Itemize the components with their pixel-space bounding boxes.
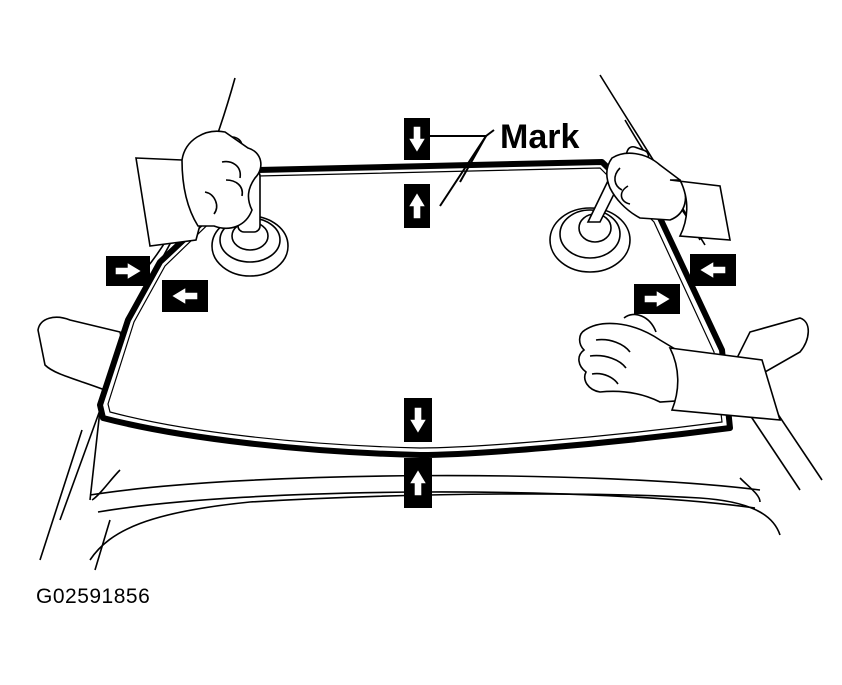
mark-right-inner bbox=[634, 284, 680, 314]
mark-top-center-lower bbox=[404, 184, 430, 228]
mark-bottom-center-upper bbox=[404, 398, 432, 442]
car-body-outline bbox=[37, 74, 823, 571]
mark-left-outer bbox=[106, 256, 150, 286]
suction-cup-left bbox=[211, 136, 289, 277]
mark-bottom-center-lower bbox=[404, 458, 432, 508]
mark-label: Mark bbox=[500, 118, 579, 156]
mark-right-outer bbox=[690, 254, 736, 286]
figure-code: G02591856 bbox=[36, 585, 151, 608]
hands bbox=[135, 130, 782, 421]
mark-leader-lines bbox=[430, 129, 495, 207]
mark-left-inner bbox=[162, 280, 208, 312]
mark-top-center-upper bbox=[404, 118, 430, 160]
